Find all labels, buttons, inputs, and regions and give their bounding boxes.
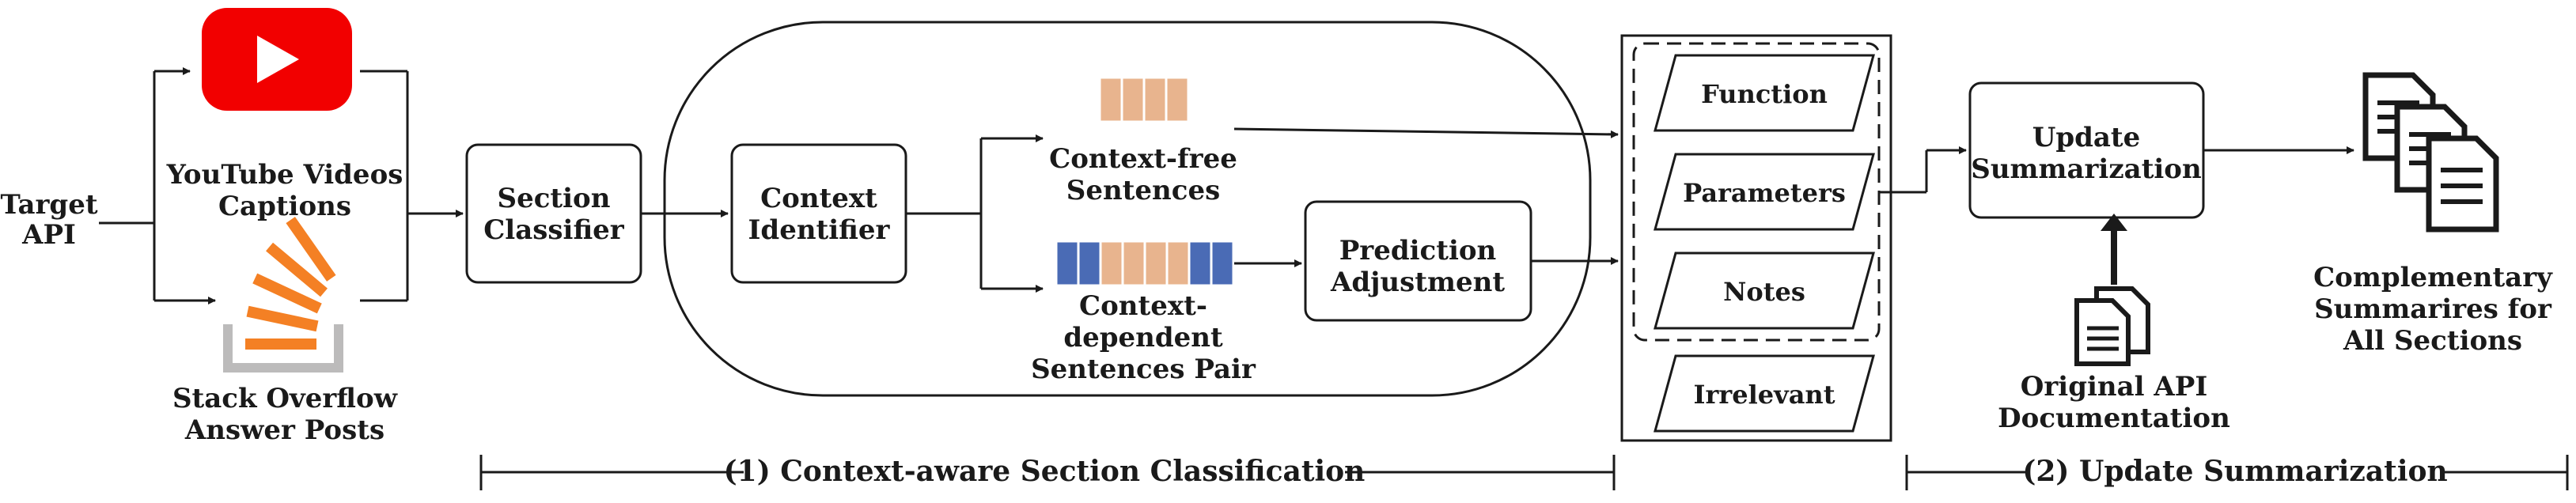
section-classifier-label-1: Section — [498, 183, 611, 214]
fork-to-sources — [99, 67, 216, 304]
context-identifier-label-1: Context — [760, 183, 877, 214]
complementary-docs-icon — [2362, 72, 2499, 233]
phase2-label: (2) Update Summarization — [2022, 455, 2447, 488]
update-label-2: Summarization — [1971, 153, 2201, 185]
parameters-label: Parameters — [1683, 178, 1846, 208]
function-label: Function — [1701, 79, 1828, 109]
so-label-2: Answer Posts — [184, 414, 385, 446]
arrow-context-free-to-sections — [1233, 127, 1619, 138]
function-section — [1654, 54, 1875, 132]
context-dependent-tokens — [1055, 240, 1235, 287]
merge-to-classifier — [360, 70, 464, 302]
context-dep-label-3: Sentences Pair — [1031, 354, 1256, 385]
original-doc-icon — [2074, 286, 2150, 366]
youtube-label-2: Captions — [218, 191, 351, 222]
complementary-label-3: All Sections — [2343, 325, 2522, 357]
phase1-label: (1) Context-aware Section Classification — [724, 455, 1366, 488]
target-api-label-2: API — [21, 219, 76, 251]
irrelevant-section — [1654, 354, 1875, 433]
context-free-label-2: Sentences — [1066, 175, 1220, 206]
youtube-icon — [202, 8, 352, 111]
arrow-sections-to-update — [1879, 146, 1967, 194]
prediction-label-1: Prediction — [1339, 235, 1497, 267]
prediction-label-2: Adjustment — [1330, 267, 1505, 298]
sections-box — [1620, 34, 1892, 442]
complementary-label-2: Summarires for — [2314, 293, 2552, 325]
parameters-section — [1654, 153, 1875, 231]
target-api-label-1: Target — [0, 189, 97, 221]
section-classifier-label-2: Classifier — [483, 214, 625, 246]
context-identifier-label-2: Identifier — [748, 214, 891, 246]
phase2-bracket — [1905, 455, 2569, 490]
update-label-1: Update — [2032, 122, 2141, 153]
irrelevant-label: Irrelevant — [1694, 380, 1835, 410]
stackoverflow-icon — [223, 217, 343, 373]
context-dep-label-1: Context- — [1079, 290, 1207, 322]
complementary-label-1: Complementary — [2313, 262, 2553, 293]
original-doc-label-1: Original API — [2021, 371, 2208, 403]
original-doc-label-2: Documentation — [1998, 403, 2230, 434]
context-dep-label-2: dependent — [1063, 322, 1223, 354]
so-label-1: Stack Overflow — [172, 383, 398, 414]
context-free-label-1: Context-free — [1049, 143, 1237, 175]
youtube-label-1: YouTube Videos — [166, 159, 403, 191]
context-free-tokens — [1098, 76, 1190, 123]
phase1-bracket — [479, 455, 1616, 490]
context-aware-container — [663, 21, 1592, 397]
notes-section — [1654, 252, 1875, 330]
notes-label: Notes — [1723, 277, 1805, 307]
fork-from-identifier — [906, 134, 1044, 293]
arrow-original-head — [2101, 214, 2127, 231]
